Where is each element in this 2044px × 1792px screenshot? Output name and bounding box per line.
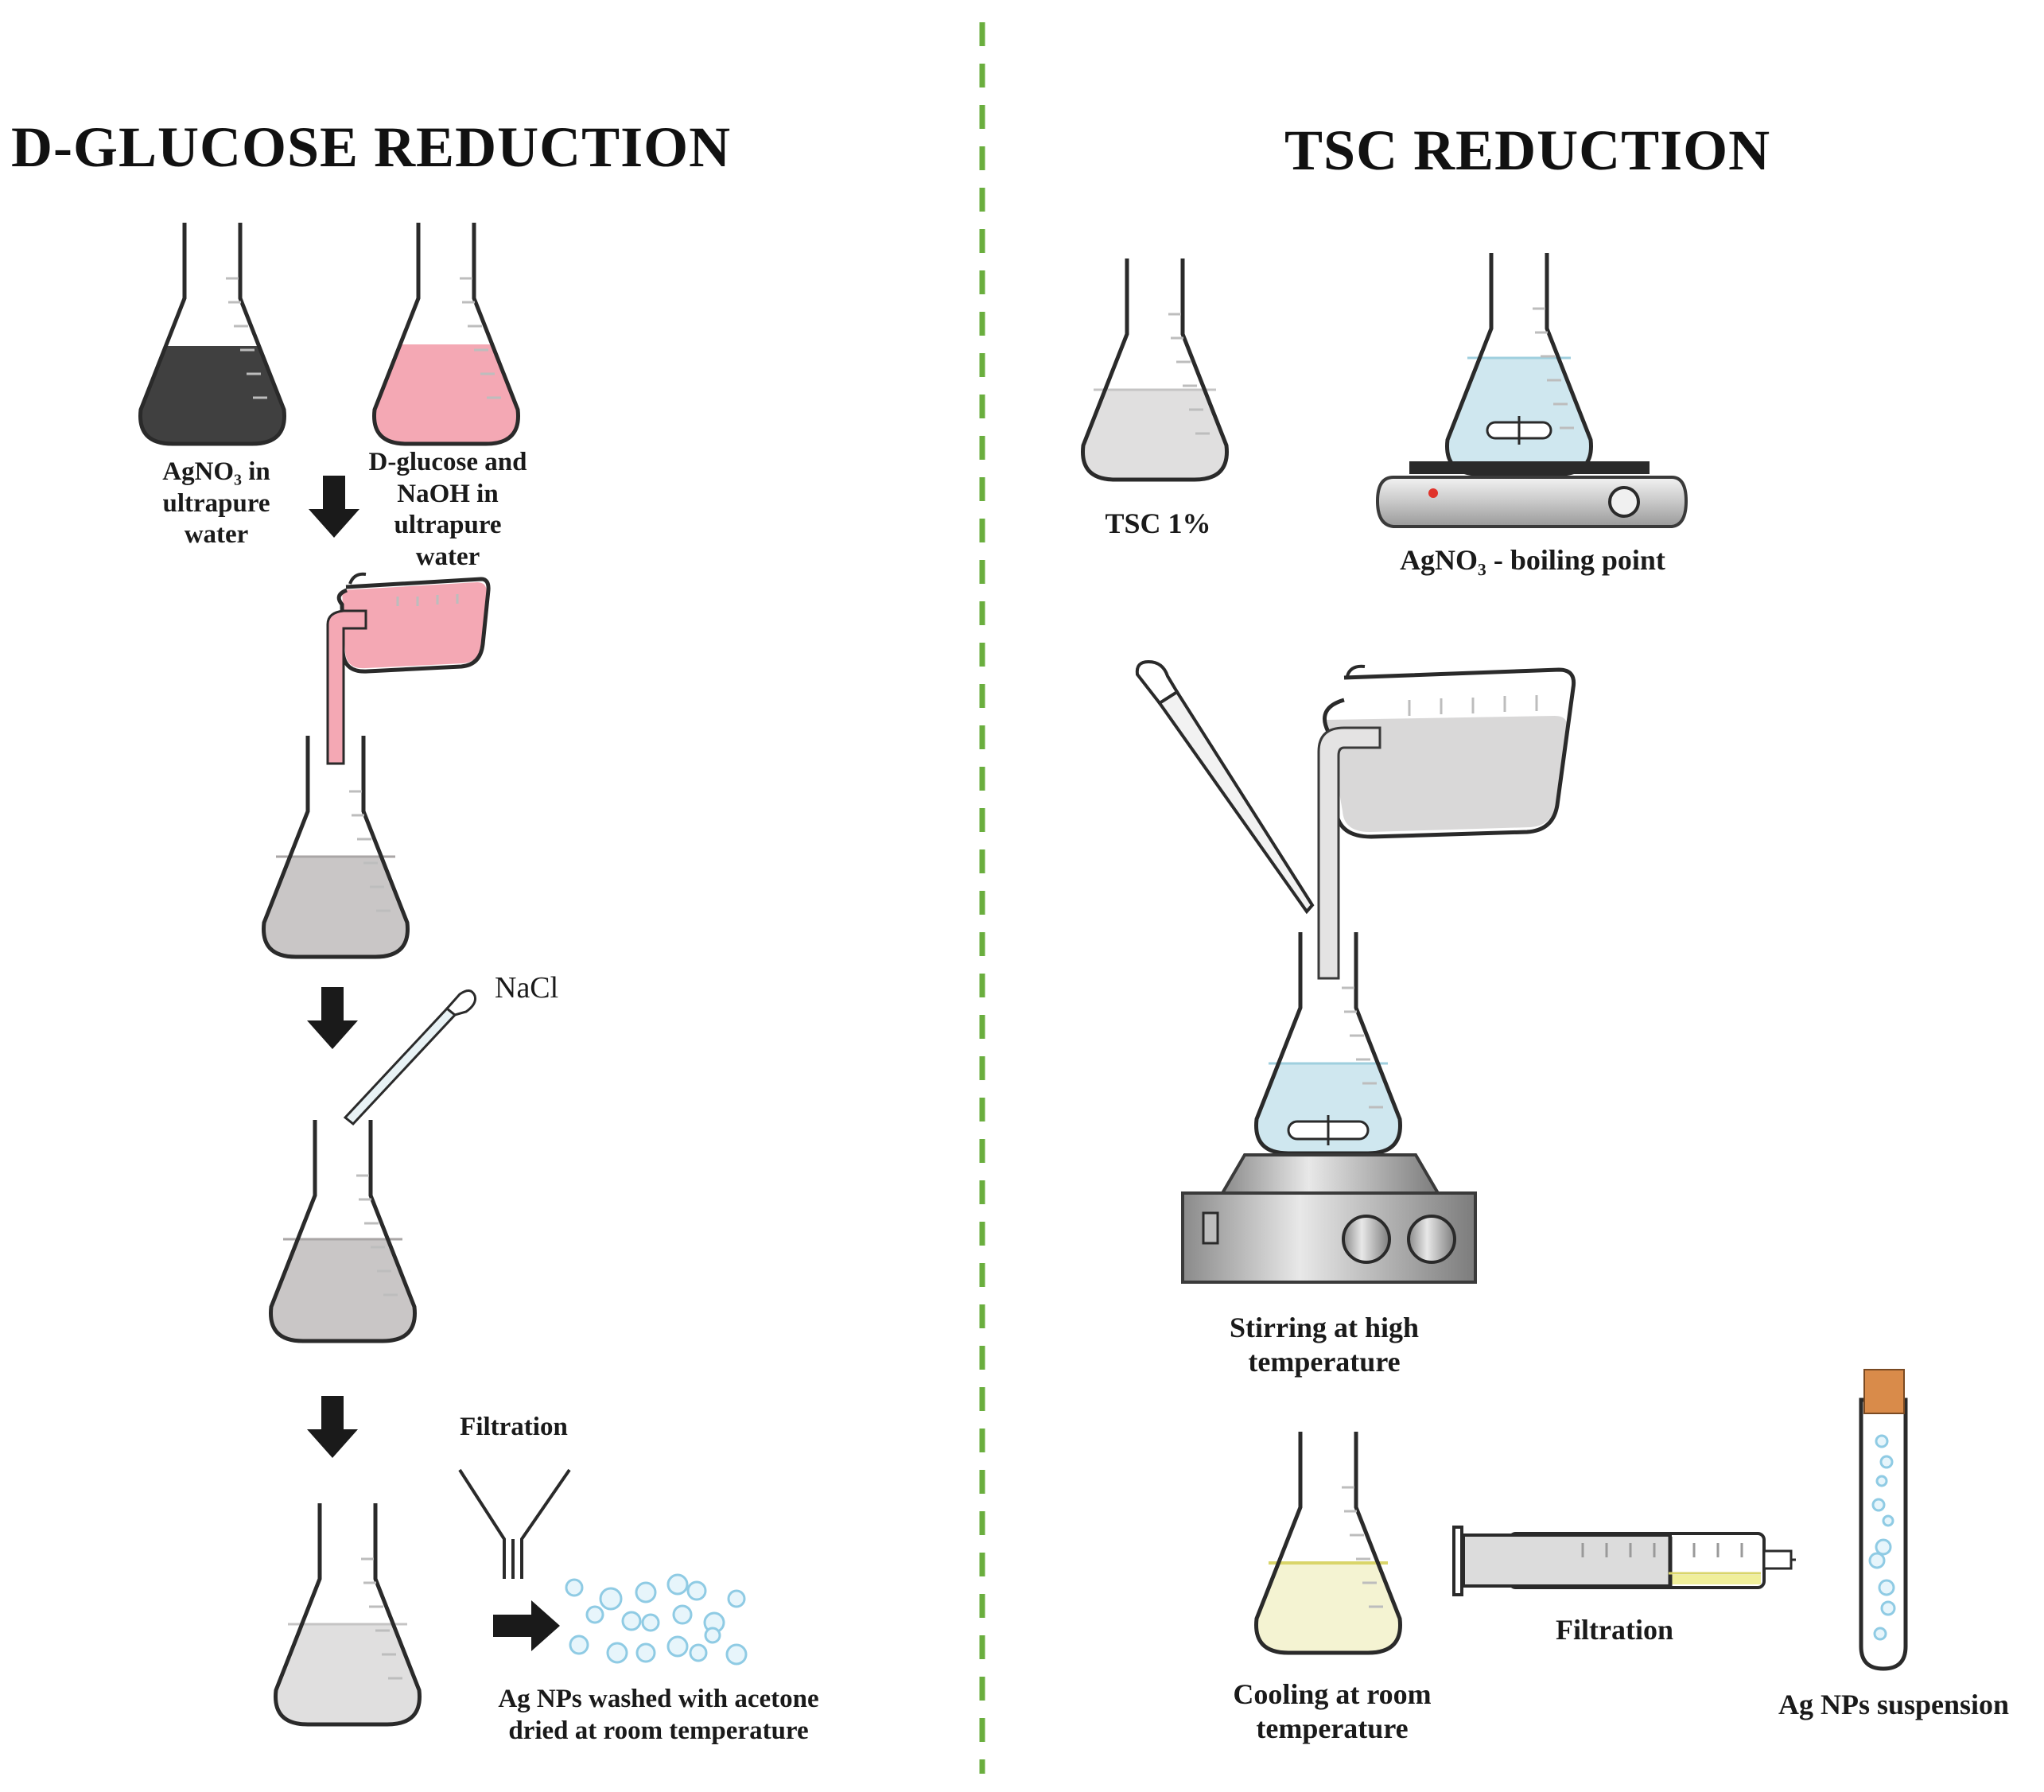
agno3-boiling-label: AgNO₃ - boiling point [1400,544,1665,576]
hot-plate [1375,461,1688,528]
final-flask [274,1503,422,1727]
funnel-icon [458,1468,571,1579]
nacl-flask [269,1120,417,1343]
tsc-flask [1081,258,1229,482]
glucose-flask [372,223,520,446]
stirring-label: Stirring at high temperature [1229,1312,1420,1378]
glucose-label: D-glucose and NaOH in ultrapure water [368,448,527,571]
tube-cap [1863,1369,1905,1414]
knob-icon [1407,1215,1456,1264]
indicator-light-icon [1428,488,1438,498]
nacl-pipette [343,989,476,1126]
ag-nanoparticles [565,1573,748,1666]
knob-icon [1608,486,1640,518]
cooling-label: Cooling at room temperature [1233,1678,1432,1745]
knob-icon [1342,1215,1391,1264]
syringe-filter [1452,1526,1796,1596]
left-filtration-label: Filtration [460,1413,568,1441]
agno3-label: AgNO₃ in ultrapure water [162,457,270,550]
tsc-pipette [1135,659,1315,915]
result-label: Ag NPs washed with acetone dried at room… [498,1685,819,1745]
right-filtration-label: Filtration [1556,1614,1673,1646]
nacl-label: NaCl [495,971,559,1005]
right-title: TSC REDUCTION [1284,119,1771,182]
left-title: D-GLUCOSE REDUCTION [11,115,732,179]
tsc-pouring-beaker [1317,664,1576,980]
cooling-flask [1254,1432,1402,1655]
agno3-flask [138,223,286,446]
pouring-beaker [326,572,491,765]
mix-flask [262,736,410,959]
down-arrow-icon [307,987,358,1049]
stirring-flask [1254,932,1402,1156]
right-arrow-icon [493,1600,560,1651]
suspension-label: Ag NPs suspension [1778,1689,2010,1720]
test-tube [1859,1369,1908,1671]
down-arrow-icon [307,1396,358,1458]
tsc-label: TSC 1% [1105,507,1211,539]
stirring-hot-plate [1181,1153,1477,1284]
agno3-heated-flask [1445,253,1593,476]
down-arrow-icon [309,476,359,538]
